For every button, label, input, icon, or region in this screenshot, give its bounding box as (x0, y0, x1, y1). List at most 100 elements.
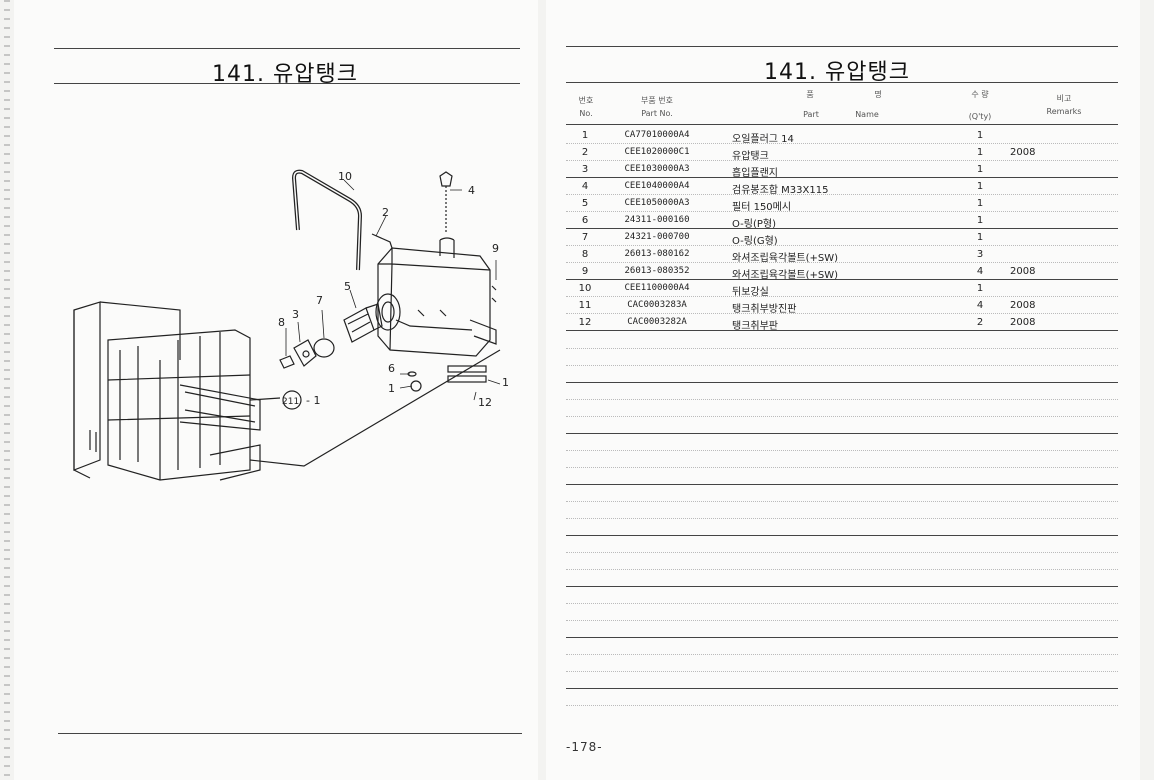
row-number: 8 (581, 249, 589, 260)
blank-rule (566, 399, 1118, 400)
blank-rule (566, 620, 1118, 621)
svg-text:4: 4 (468, 184, 475, 197)
table-header-rule (566, 124, 1118, 125)
blank-rule (566, 348, 1118, 349)
quantity: 1 (976, 215, 984, 226)
right-title-rule-top (566, 46, 1118, 47)
quantity: 2 (976, 317, 984, 328)
blank-rule (566, 518, 1118, 519)
part-number: CAC0003283A (627, 300, 687, 310)
part-number: CEE1020000C1 (624, 147, 690, 157)
part-name: O-링(G형) (732, 236, 778, 247)
svg-text:6: 6 (388, 362, 395, 375)
blank-rule (566, 450, 1118, 451)
part-name: 필터 150메시 (732, 202, 792, 213)
row-separator (566, 245, 1118, 246)
blank-rule (566, 365, 1118, 366)
remarks: 2008 (1010, 266, 1036, 277)
quantity: 3 (976, 249, 984, 260)
left-title-rule-top (54, 48, 520, 49)
row-number: 2 (581, 147, 589, 158)
part-name: 유압탱크 (732, 151, 769, 162)
svg-text:3: 3 (292, 308, 299, 321)
binding-marks (4, 0, 10, 780)
row-number: 9 (581, 266, 589, 277)
header-name-en-1: Part (803, 110, 819, 119)
blank-rule (566, 705, 1118, 706)
table-row: 12 CAC0003282A 탱크취부판 2 2008 (566, 314, 1118, 332)
blank-rule (566, 382, 1118, 383)
svg-text:1: 1 (502, 376, 509, 389)
blank-rule (566, 484, 1118, 485)
blank-rule (566, 586, 1118, 587)
blank-rule (566, 535, 1118, 536)
svg-text:10: 10 (338, 170, 352, 183)
remarks: 2008 (1010, 317, 1036, 328)
part-name: 뒤보강실 (732, 287, 769, 298)
part-name: 검유봉조합 M33X115 (732, 185, 829, 196)
row-separator (566, 160, 1118, 161)
part-number: CA77010000A4 (624, 130, 690, 140)
blank-rule (566, 501, 1118, 502)
svg-text:5: 5 (344, 280, 351, 293)
page-number: -178- (566, 740, 603, 754)
quantity: 1 (976, 198, 984, 209)
quantity: 1 (976, 130, 984, 141)
svg-text:1: 1 (388, 382, 395, 395)
svg-text:- 1: - 1 (306, 394, 320, 407)
part-number: CAC0003282A (627, 317, 687, 327)
blank-rule (566, 688, 1118, 689)
row-number: 4 (581, 181, 589, 192)
quantity: 1 (976, 232, 984, 243)
svg-text:9: 9 (492, 242, 499, 255)
header-name-en-2: Name (855, 110, 879, 119)
row-separator (566, 211, 1118, 212)
part-name: 탱크취부방진판 (732, 304, 797, 315)
quantity: 1 (976, 283, 984, 294)
left-page-title: 141. 유압탱크 (212, 62, 358, 87)
row-separator (566, 228, 1118, 229)
blank-rule (566, 671, 1118, 672)
right-page-title: 141. 유압탱크 (764, 60, 910, 85)
row-separator (566, 262, 1118, 263)
part-number: 24311-000160 (624, 215, 690, 225)
part-number: CEE1030000A3 (624, 164, 690, 174)
row-separator (566, 330, 1118, 331)
blank-rule (566, 467, 1118, 468)
row-separator (566, 279, 1118, 280)
header-qty-en: (Q'ty) (968, 112, 992, 121)
svg-text:12: 12 (478, 396, 492, 409)
part-number: CEE1040000A4 (624, 181, 690, 191)
row-number: 10 (578, 283, 592, 294)
part-name: 탱크취부판 (732, 321, 778, 332)
blank-rule (566, 433, 1118, 434)
blank-rule (566, 569, 1118, 570)
part-number: 26013-080162 (624, 249, 690, 259)
header-remarks-en: Remarks (1046, 107, 1082, 116)
row-separator (566, 296, 1118, 297)
left-title-rule-bottom (54, 83, 520, 84)
row-number: 11 (578, 300, 592, 311)
svg-text:8: 8 (278, 316, 285, 329)
blank-rule (566, 637, 1118, 638)
exploded-parts-diagram: 10 4 2 9 5 7 3 8 6 1 211 - 1 1 12 (73, 169, 509, 481)
header-name-ko-2: 명 (874, 90, 882, 99)
row-number: 12 (578, 317, 592, 328)
header-no-en: No. (579, 109, 593, 118)
remarks: 2008 (1010, 300, 1036, 311)
svg-text:7: 7 (316, 294, 323, 307)
header-part-no-en: Part No. (641, 109, 673, 118)
part-name: O-링(P형) (732, 219, 776, 230)
quantity: 4 (976, 266, 984, 277)
left-footer-rule (58, 733, 522, 734)
svg-text:2: 2 (382, 206, 389, 219)
right-title-rule-bottom (566, 82, 1118, 83)
right-page (546, 0, 1140, 780)
